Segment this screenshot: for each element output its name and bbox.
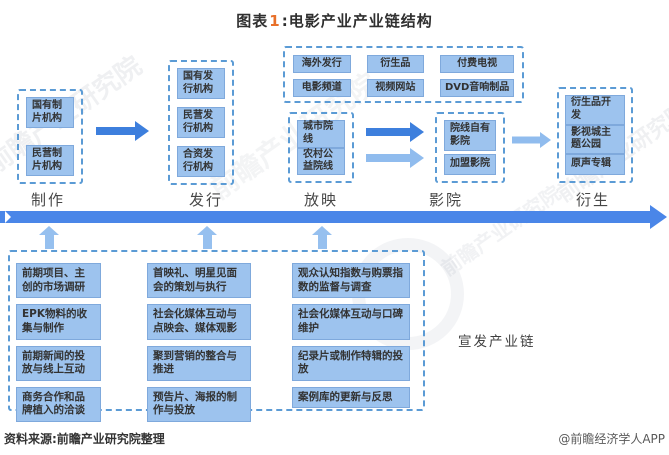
promotion-item: 纪录片或制作特辑的投放 <box>292 345 410 381</box>
stage-box-distribution: 国有发行机构 民营发行机构 合资发行机构 <box>168 60 234 185</box>
chain-item: 合资发行机构 <box>177 146 225 177</box>
stage-label-production: 制作 <box>30 191 65 209</box>
stage-label-derivatives: 衍生 <box>575 191 610 209</box>
stage-box-screening: 城市院线 农村公益院线 <box>288 112 354 183</box>
promotion-item: 前期新闻的投放与线上互动 <box>16 345 101 381</box>
stage-box-production: 国有制片机构 民营制片机构 <box>17 89 83 184</box>
chain-item: 影视城主题公园 <box>565 124 625 154</box>
timeline-start-notch-icon <box>5 211 11 223</box>
stage-box-derivatives: 衍生品开发 影视城主题公园 原声专辑 <box>557 87 633 183</box>
chain-item: 城市院线 <box>297 120 345 148</box>
promotion-item: 前期项目、主创的市场调研 <box>16 263 101 299</box>
up-arrow-icon <box>197 226 217 249</box>
promotion-item: 预告片、海报的制作与投放 <box>147 386 251 423</box>
title-main: 电影产业产业链结构 <box>288 12 433 30</box>
stage-label-screening: 放映 <box>303 191 338 209</box>
promotion-chain-label: 宣发产业链 <box>458 334 536 350</box>
promotion-column-marketing: 首映礼、明星见面会的策划与执行 社会化媒体互动与点映会、媒体观影 聚到营销的整合… <box>147 263 251 423</box>
promotion-column-research: 前期项目、主创的市场调研 EPK物料的收集与制作 前期新闻的投放与线上互动 商务… <box>16 263 101 423</box>
promotion-item: EPK物料的收集与制作 <box>16 304 101 340</box>
chain-item: 海外发行 <box>293 55 351 73</box>
timeline-arrow-bar <box>0 211 650 223</box>
promotion-item: 聚到营销的整合与推进 <box>147 345 251 381</box>
up-arrow-icon <box>312 226 332 249</box>
chain-item: 原声专辑 <box>565 154 625 175</box>
source-note: 资料来源:前瞻产业研究院整理 <box>4 432 165 446</box>
chain-item: 民营发行机构 <box>177 107 225 138</box>
promotion-item: 案例库的更新与反思 <box>292 386 410 409</box>
chain-item: 民营制片机构 <box>26 145 74 176</box>
chain-item: 院线自有影院 <box>444 120 496 151</box>
chain-item: 电影频道 <box>293 79 351 97</box>
title-colon: : <box>281 12 289 30</box>
chain-item: 加盟影院 <box>444 154 496 175</box>
up-arrow-icon <box>39 226 59 249</box>
promotion-item: 社会化媒体互动与口碑维护 <box>292 304 410 340</box>
chain-item: 视频网站 <box>366 79 425 97</box>
chain-item: 国有发行机构 <box>177 68 225 99</box>
chain-item: 付费电视 <box>440 55 514 73</box>
promotion-item: 首映礼、明星见面会的策划与执行 <box>147 263 251 299</box>
chain-item: 农村公益院线 <box>297 147 345 175</box>
title-number: 1 <box>269 12 281 30</box>
stage-box-cinema: 院线自有影院 加盟影院 <box>435 112 505 183</box>
arrow-screening-to-cinema-icon <box>366 122 424 142</box>
promotion-item: 观众认知指数与购票指数的监督与调查 <box>292 263 410 299</box>
stage-label-distribution: 发行 <box>188 191 223 209</box>
chain-item: 衍生品开发 <box>565 95 625 125</box>
stage-label-cinema: 影院 <box>428 191 463 209</box>
promotion-column-feedback: 观众认知指数与购票指数的监督与调查 社会化媒体互动与口碑维护 纪录片或制作特辑的… <box>292 263 410 409</box>
arrow-production-to-distribution-icon <box>96 121 149 141</box>
chain-item: 衍生品 <box>366 55 425 73</box>
other-channels-box: 海外发行 衍生品 付费电视 电影频道 视频网站 DVD音响制品 <box>283 46 524 103</box>
promotion-box: 前期项目、主创的市场调研 EPK物料的收集与制作 前期新闻的投放与线上互动 商务… <box>8 250 425 423</box>
arrow-cinema-to-derivatives-icon <box>512 132 551 148</box>
page-title: 图表1:电影产业产业链结构 <box>0 10 669 31</box>
app-credit: @前瞻经济学人APP <box>558 432 665 446</box>
arrow-screening-to-cinema-secondary-icon <box>366 148 424 168</box>
promotion-item: 商务合作和品牌植入的洽谈 <box>16 386 101 423</box>
chain-item: 国有制片机构 <box>26 97 74 128</box>
promotion-item: 社会化媒体互动与点映会、媒体观影 <box>147 304 251 340</box>
chain-item: DVD音响制品 <box>440 79 514 97</box>
timeline-arrow-head-icon <box>650 205 667 229</box>
title-prefix: 图表 <box>236 12 269 30</box>
